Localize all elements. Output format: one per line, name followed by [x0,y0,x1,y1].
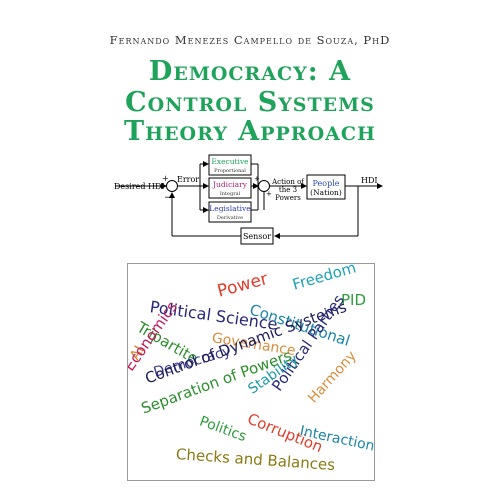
word-freedom: Freedom [290,263,358,294]
word-harmony: Harmony [305,348,360,407]
people-label: People [313,179,340,188]
legislative-box [208,201,252,223]
judiciary-sub: Integral [220,191,241,197]
nation-label: (Nation) [310,188,342,197]
word-cloud: Power Freedom PID Political Science Cons… [127,263,375,481]
desired-hdi-label: Desired HDI [114,182,165,191]
summing-junction-2 [258,180,270,192]
sensor-label: Sensor [243,232,271,241]
legislative-sub: Derivative [217,215,243,221]
executive-sub: Proportional [214,168,246,174]
judiciary-label: Judiciary [212,180,248,189]
book-title-line-2: Control Systems [125,87,375,118]
book-title-line-1: Democracy: A [148,56,352,87]
author-name: Fernando Menezes Campello de Souza, PhD [109,33,391,47]
plus-sign-1: + [162,174,169,183]
executive-box [208,154,252,176]
people-box [306,174,346,200]
action-label-2: the 3 [279,186,297,194]
minus-sign: − [164,193,172,203]
book-title-line-3: Theory Approach [124,116,376,147]
plus-sign-2: + [254,175,260,183]
output-label: HDI [361,176,378,185]
action-label-3: Powers [275,194,301,202]
word-politics: Politics [197,413,249,446]
word-pid: PID [341,291,367,309]
judiciary-box [208,177,252,199]
executive-label: Executive [211,157,249,166]
word-power: Power [215,269,271,302]
control-loop-diagram: Desired HDI + − Error Executive Proporti… [114,154,383,245]
error-label: Error [177,175,199,184]
summing-junction-1 [166,180,178,192]
action-label-1: Action of [271,178,305,186]
plus-sign-3: + [266,190,272,198]
legislative-label: Legislative [209,204,251,213]
